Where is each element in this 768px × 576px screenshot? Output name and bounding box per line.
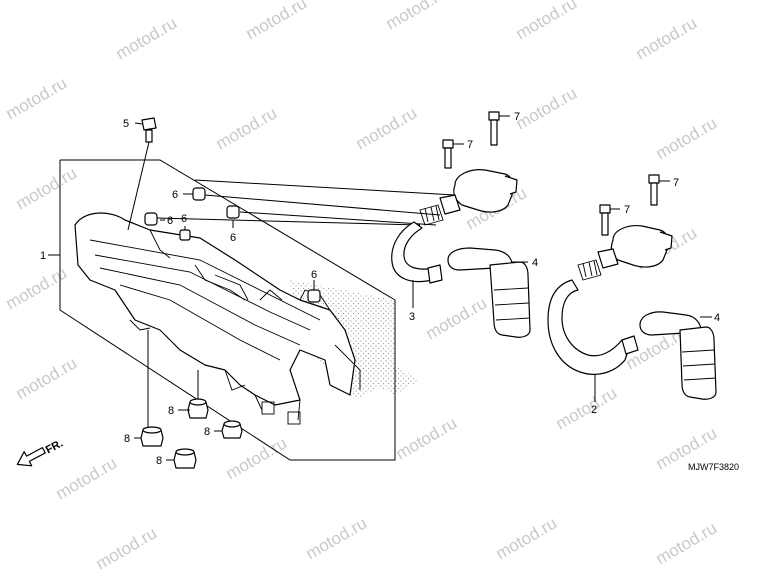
watermark: motod.ru [13,163,81,213]
watermark: motod.ru [423,293,491,343]
callout-part-8: 8 [124,433,130,445]
callout-part-1: 1 [40,250,46,262]
front-direction-arrow: FR. [16,438,65,467]
coil-bracket-part-1 [74,212,361,425]
callout-part-4: 4 [714,312,720,324]
callout-part-4: 4 [532,257,538,269]
callout-labels: 1 2 3 4 4 5 6 6 6 6 6 7 7 7 7 8 8 8 8 [40,111,720,467]
watermark: motod.ru [393,413,461,463]
watermark: motod.ru [113,13,181,63]
callout-part-6: 6 [230,232,236,244]
leader-lines [156,179,456,226]
bolt-part-7-d [648,174,670,206]
watermark: motod.ru [13,353,81,403]
callout-part-8: 8 [168,405,174,417]
bolt-part-5 [127,117,157,231]
watermark: motod.ru [53,453,121,503]
watermark: motod.ru [513,0,581,43]
watermark: motod.ru [493,513,561,563]
bolt-part-7-b [488,111,510,146]
watermark: motod.ru [653,518,721,568]
callout-part-8: 8 [204,426,210,438]
callout-part-6: 6 [172,189,178,201]
watermark: motod.ru [513,83,581,133]
watermark: motod.ru [353,103,421,153]
callout-part-7: 7 [673,177,679,189]
callout-part-6: 6 [311,269,317,281]
direction-label: FR. [44,438,65,457]
callout-part-3: 3 [409,311,415,323]
watermark: motod.ru [633,13,701,63]
plug-cap-part-4-b [639,311,717,400]
nut-part-8 [134,330,243,469]
grommet-part-6 [144,187,321,303]
ignition-coil-lower [547,225,673,375]
callout-part-2: 2 [591,404,597,416]
callout-part-6: 6 [181,213,187,225]
ignition-coil-upper [391,169,518,284]
watermark: motod.ru [213,103,281,153]
callout-part-7: 7 [514,111,520,123]
bolt-part-7-c [599,204,620,236]
callout-part-7: 7 [624,204,630,216]
watermark: motod.ru [383,0,451,33]
callout-part-7: 7 [467,139,473,151]
diagram-code: MJW7F3820 [688,462,739,472]
watermark: motod.ru [3,73,71,123]
callout-part-5: 5 [123,118,129,130]
watermark: motod.ru [223,433,291,483]
leader-part-4 [512,261,712,318]
watermark: motod.ru [653,113,721,163]
bolt-part-7-a [442,139,464,169]
watermark: motod.ru [303,513,371,563]
watermark: motod.ru [553,383,621,433]
watermark: motod.ru [93,523,161,573]
watermark: motod.ru [243,0,311,43]
callout-part-8: 8 [156,455,162,467]
callout-part-6: 6 [167,215,173,227]
